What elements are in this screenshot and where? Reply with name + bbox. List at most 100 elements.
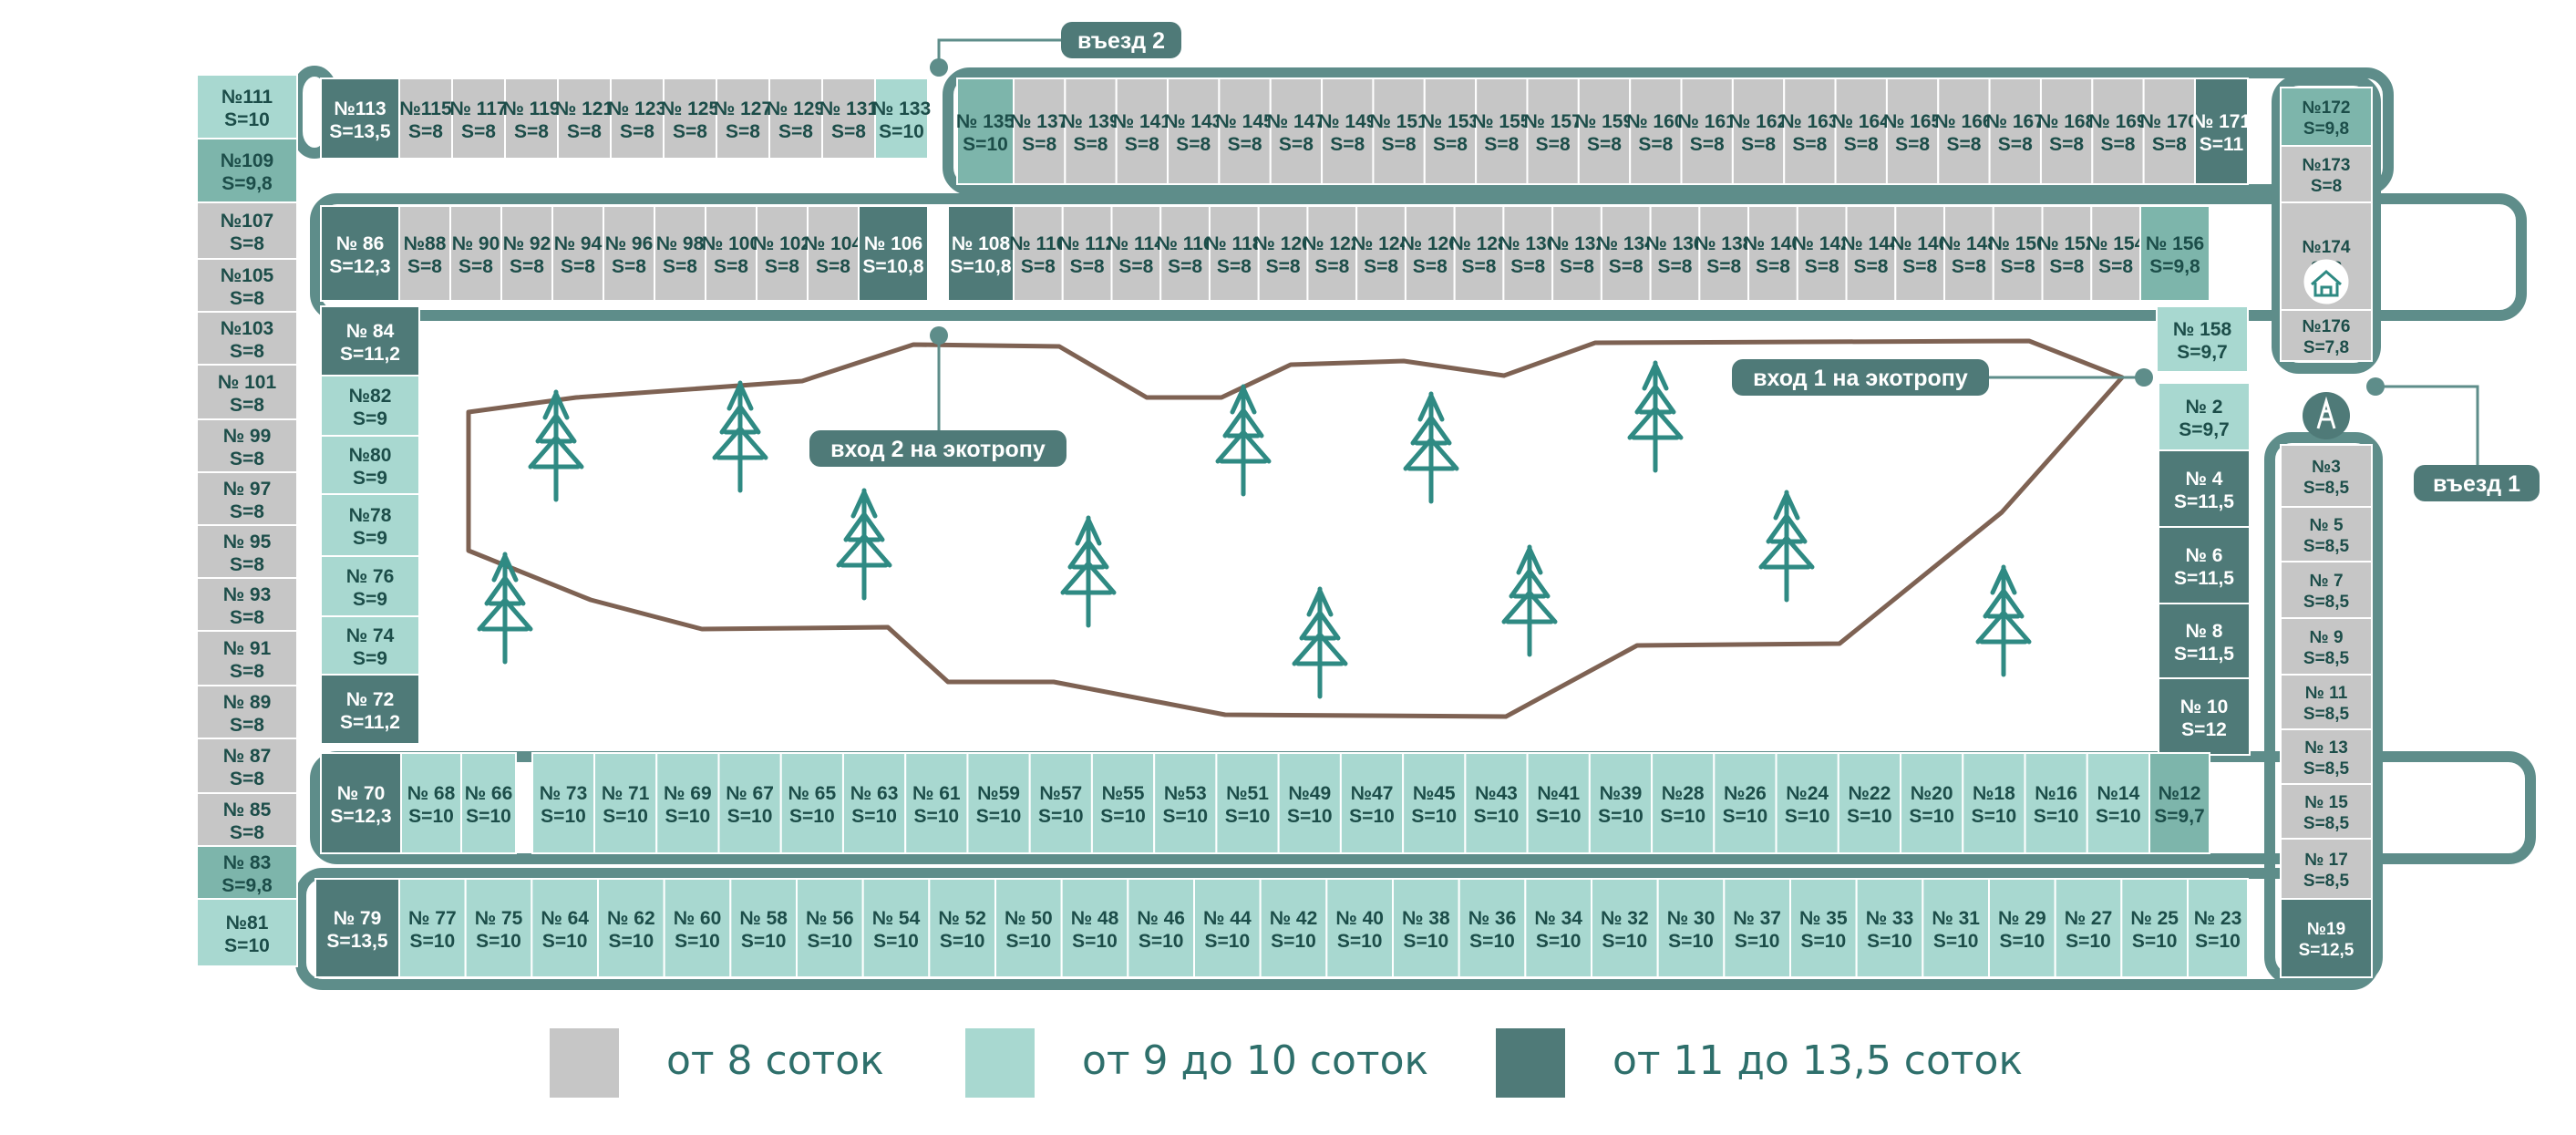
plot-third-right-6[interactable]: № 61S=10 — [904, 752, 969, 854]
plot-bottom-4[interactable]: № 62S=10 — [597, 878, 665, 978]
plot-bottom-25[interactable]: № 29S=10 — [1988, 878, 2056, 978]
plot-bottom-8[interactable]: № 54S=10 — [861, 878, 931, 978]
plot-second-left-3[interactable]: № 92S=8 — [500, 205, 553, 302]
plot-bottom-9[interactable]: № 52S=10 — [928, 878, 996, 978]
plot-bottom-20[interactable]: № 30S=10 — [1656, 878, 1726, 978]
plot-third-right-0[interactable]: № 73S=10 — [531, 752, 595, 854]
plot-inner-right-0[interactable]: № 2S=9,7 — [2158, 382, 2251, 451]
plot-bottom-18[interactable]: № 34S=10 — [1524, 878, 1593, 978]
plot-second-left-2[interactable]: № 90S=8 — [449, 205, 502, 302]
plot-left-11[interactable]: № 89S=8 — [196, 685, 298, 739]
plot-left-10[interactable]: № 91S=8 — [196, 630, 298, 686]
plot-bottom-17[interactable]: № 36S=10 — [1458, 878, 1527, 978]
plot-bottom-13[interactable]: № 44S=10 — [1193, 878, 1262, 978]
plot-third-right-2[interactable]: № 69S=10 — [655, 752, 720, 854]
plot-bottom-29[interactable]: № 21S=11 — [0, 908, 25, 952]
plot-bottom-6[interactable]: № 58S=10 — [729, 878, 798, 978]
plot-inner-right-4[interactable]: № 10S=12 — [2158, 677, 2251, 756]
plot-second-left-5[interactable]: № 96S=8 — [603, 205, 655, 302]
plot-bottom-26[interactable]: № 27S=10 — [2054, 878, 2123, 978]
plot-bottom-22[interactable]: № 35S=10 — [1789, 878, 1858, 978]
plot-inner-left-0[interactable]: № 84S=11,2 — [320, 305, 420, 377]
plot-bottom-23[interactable]: № 33S=10 — [1855, 878, 1924, 978]
plot-left-13[interactable]: № 85S=8 — [196, 792, 298, 847]
plot-bottom-1[interactable]: № 77S=10 — [398, 878, 467, 978]
plot-right-lower-1[interactable]: № 5S=8,5 — [2280, 506, 2373, 562]
plot-left-9[interactable]: № 93S=8 — [196, 577, 298, 632]
plot-right-lower-7[interactable]: № 17S=8,5 — [2280, 838, 2373, 900]
plot-bottom-10[interactable]: № 50S=10 — [994, 878, 1063, 978]
plot-third-right-4[interactable]: № 65S=10 — [779, 752, 844, 854]
plot-inner-right-2[interactable]: № 6S=11,5 — [2158, 526, 2251, 604]
plot-bottom-28[interactable]: № 23S=10 — [2187, 878, 2249, 978]
plot-bottom-19[interactable]: № 32S=10 — [1591, 878, 1659, 978]
plot-third-left-2[interactable]: № 66S=10 — [460, 752, 517, 854]
plot-left-12[interactable]: № 87S=8 — [196, 738, 298, 794]
plot-left-6[interactable]: № 99S=8 — [196, 418, 298, 473]
plot-right-lower-2[interactable]: № 7S=8,5 — [2280, 561, 2373, 619]
plot-right-lower-4[interactable]: № 11S=8,5 — [2280, 674, 2373, 730]
plot-bottom-11[interactable]: № 48S=10 — [1060, 878, 1129, 978]
plot-second-left-6[interactable]: № 98S=8 — [654, 205, 706, 302]
plot-right-lower-5[interactable]: № 13S=8,5 — [2280, 728, 2373, 785]
